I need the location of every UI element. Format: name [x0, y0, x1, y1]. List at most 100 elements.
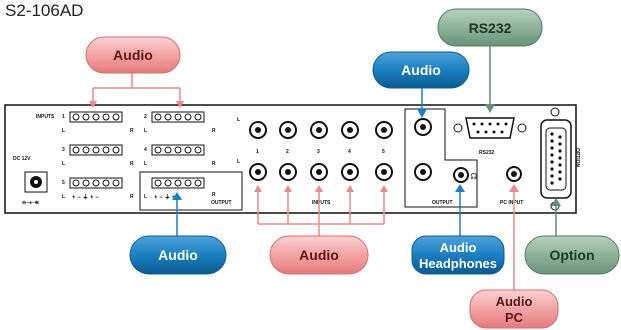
terminal-screw [102, 146, 110, 154]
terminal-screw [174, 113, 182, 121]
R-label-out: R [212, 192, 216, 198]
rca-input-1-right[interactable] [249, 163, 267, 181]
terminal-screw [164, 179, 172, 187]
terminal-screw [184, 113, 192, 121]
callout-audio-top-left-label: Audio [113, 47, 153, 63]
terminal-screw [82, 146, 90, 154]
R-label-1: R [130, 128, 134, 134]
L-label-3: L [62, 161, 65, 167]
pc-input-label: PC INPUT [500, 200, 523, 206]
callout-headphones-line2: Headphones [419, 256, 497, 271]
callout-audio-pc: Audio PC [469, 289, 559, 329]
rca-input-4-right[interactable] [341, 163, 359, 181]
terminal-screw [72, 179, 80, 187]
terminal-screw [164, 146, 172, 154]
terminal-screw [164, 113, 172, 121]
terminal-screw [92, 146, 100, 154]
terminal-screw [102, 179, 110, 187]
dc-power-jack: DC 12V ⊖–●–⊕ [13, 156, 48, 206]
L-label-1: L [62, 128, 65, 134]
terminal-screw [194, 113, 202, 121]
callout-audio-top-left: Audio [85, 36, 181, 74]
R-label-3: R [130, 161, 134, 167]
callout-pc-line2: PC [505, 310, 524, 325]
output-terminal-box [139, 171, 243, 211]
connector-lines [89, 45, 561, 292]
terminal-screw [154, 179, 162, 187]
rca-input-4-left[interactable] [341, 121, 359, 139]
rca-input-2-right[interactable] [279, 163, 297, 181]
terminal-screw [92, 179, 100, 187]
L-label-2: L [144, 128, 147, 134]
rca-num-label: 5 [382, 149, 385, 155]
output-section: 🎧 OUTPUT [404, 108, 478, 208]
callout-option: Option [524, 235, 620, 275]
R-label-2: R [212, 128, 216, 134]
input-num-4: 4 [144, 147, 147, 153]
input-num-5: 5 [62, 180, 65, 186]
terminal-screw [102, 113, 110, 121]
output-label-terminal: OUTPUT [211, 200, 232, 206]
rca-input-3-left[interactable] [310, 121, 328, 139]
terminal-screw [112, 179, 120, 187]
terminal-screw [112, 113, 120, 121]
svg-text:⊖–●–⊕: ⊖–●–⊕ [22, 200, 39, 206]
terminal-screw [194, 179, 202, 187]
terminal-screw [184, 146, 192, 154]
terminal-screw [112, 146, 120, 154]
terminal-screw [184, 179, 192, 187]
rca-input-1-left[interactable] [249, 121, 267, 139]
rs232-connector[interactable]: RS232 [453, 117, 527, 156]
option-panel-label: OPTION [574, 148, 580, 168]
L-label-5: L [62, 194, 65, 200]
rca-input-5-right[interactable] [375, 163, 393, 181]
option-connector[interactable]: OPTION [540, 119, 580, 199]
input-num-2: 2 [144, 114, 147, 120]
terminal-screw [72, 146, 80, 154]
input-num-3: 3 [62, 147, 65, 153]
terminal-screw [154, 146, 162, 154]
terminal-screw [174, 146, 182, 154]
headphone-icon: 🎧 [470, 172, 477, 180]
rca-num-label: 2 [286, 149, 289, 155]
terminal-screw [82, 179, 90, 187]
rca-num-label: 3 [317, 149, 320, 155]
rca-input-2-left[interactable] [279, 121, 297, 139]
pm-label-out: + − ⏚ + − [154, 194, 181, 201]
rca-inputs-label: INPUTS [312, 200, 331, 206]
rca-L-top: L [237, 117, 240, 123]
terminal-screw [72, 113, 80, 121]
rs232-panel-label: RS232 [479, 150, 495, 156]
input-num-1: 1 [62, 114, 65, 120]
pc-input-section: PC INPUT [500, 166, 523, 206]
callout-audio-bottom-left-label: Audio [158, 247, 198, 263]
rca-input-3-right[interactable] [310, 163, 328, 181]
R-label-4: R [212, 161, 216, 167]
model-title: S2-106AD [5, 1, 83, 20]
terminal-screw [154, 113, 162, 121]
callout-audio-top-right-label: Audio [401, 62, 441, 78]
terminal-block-group: INPUTS 1 2 3 4 5 L R L R L R L R L + − ⏚… [36, 111, 243, 211]
rca-num-label: 1 [256, 149, 259, 155]
terminal-screw [92, 113, 100, 121]
terminal-screw [82, 113, 90, 121]
callout-headphones-line1: Audio [440, 240, 477, 255]
callout-rs232: RS232 [437, 8, 543, 47]
L-label-4: L [144, 161, 147, 167]
callout-rs232-label: RS232 [469, 20, 512, 36]
pm-label-5: + − ⏚ + − [72, 194, 99, 201]
dc-label: DC 12V [13, 156, 31, 162]
rca-L-bottom: L [237, 159, 240, 165]
callout-audio-bottom-center: Audio [269, 235, 369, 275]
rca-num-label: 4 [348, 149, 351, 155]
rca-input-5-left[interactable] [375, 121, 393, 139]
terminal-screw [174, 179, 182, 187]
R-label-5: R [130, 194, 134, 200]
inputs-top-label: INPUTS [36, 114, 55, 120]
L-label-out: L [144, 194, 147, 200]
callout-audio-top-right: Audio [372, 51, 470, 89]
callout-audio-bottom-center-label: Audio [299, 247, 339, 263]
output-label: OUTPUT [432, 200, 453, 206]
callout-audio-bottom-left: Audio [129, 235, 227, 275]
